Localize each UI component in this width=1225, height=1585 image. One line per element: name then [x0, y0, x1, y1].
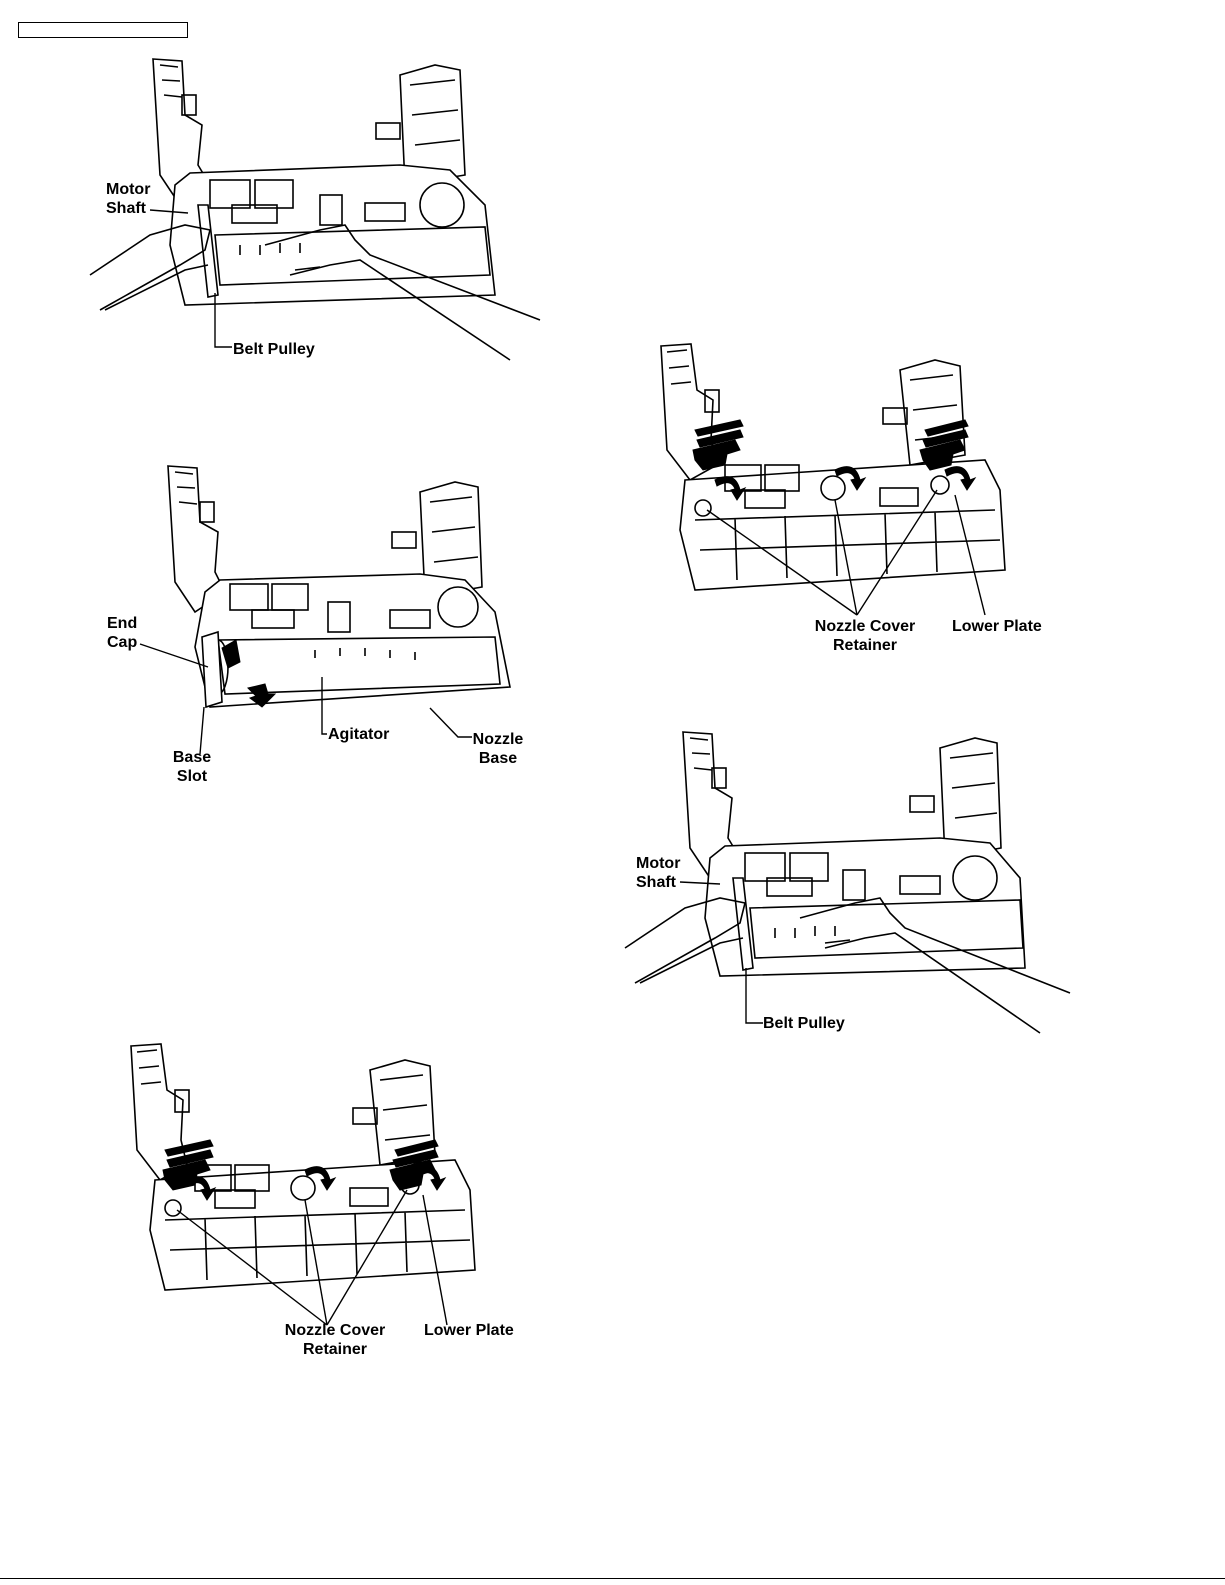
nozzle-base-label-line1: Nozzle — [468, 730, 528, 749]
motor-shaft-label: Motor Shaft — [106, 180, 150, 218]
base-slot-label-line2: Slot — [170, 767, 214, 786]
vacuum-nozzle-hands-illustration — [90, 55, 550, 375]
nozzle-cover-retainer-label-line1: Nozzle Cover — [275, 1321, 395, 1340]
motor-shaft-label-line2: Shaft — [636, 873, 680, 892]
figure-belt-pulley-right: Motor Shaft Belt Pulley — [625, 728, 1085, 1058]
figure-nozzle-cover-retainer-bottom-left: Nozzle Cover Retainer Lower Plate — [125, 1040, 535, 1360]
motor-shaft-label: Motor Shaft — [636, 854, 680, 892]
figure-nozzle-cover-retainer-right: Nozzle Cover Retainer Lower Plate — [655, 340, 1065, 660]
lower-plate-label: Lower Plate — [952, 617, 1042, 636]
nozzle-cover-retainer-label-line1: Nozzle Cover — [805, 617, 925, 636]
base-slot-label: Base Slot — [170, 748, 214, 786]
base-slot-label-line1: Base — [170, 748, 214, 767]
vacuum-retainer-illustration-right — [655, 340, 1065, 660]
motor-shaft-label-line1: Motor — [636, 854, 680, 873]
figure-agitator-removal: End Cap Base Slot Agitator Nozzle Base — [100, 462, 540, 792]
motor-shaft-label-line1: Motor — [106, 180, 150, 199]
lower-plate-label: Lower Plate — [424, 1321, 514, 1340]
nozzle-cover-retainer-label: Nozzle Cover Retainer — [275, 1321, 395, 1359]
vacuum-nozzle-hands-illustration-right — [625, 728, 1085, 1058]
end-cap-label: End Cap — [107, 614, 137, 652]
nozzle-cover-retainer-label-line2: Retainer — [805, 636, 925, 655]
belt-pulley-label: Belt Pulley — [763, 1014, 845, 1033]
agitator-label: Agitator — [328, 725, 389, 744]
end-cap-label-line2: Cap — [107, 633, 137, 652]
header-box — [18, 22, 188, 38]
nozzle-base-label-line2: Base — [468, 749, 528, 768]
motor-shaft-label-line2: Shaft — [106, 199, 150, 218]
end-cap-label-line1: End — [107, 614, 137, 633]
nozzle-base-label: Nozzle Base — [468, 730, 528, 768]
figure-belt-pulley-top-left: Motor Shaft Belt Pulley — [90, 55, 550, 375]
nozzle-cover-retainer-label: Nozzle Cover Retainer — [805, 617, 925, 655]
vacuum-retainer-illustration — [125, 1040, 535, 1360]
nozzle-cover-retainer-label-line2: Retainer — [275, 1340, 395, 1359]
footer-rule — [0, 1578, 1225, 1579]
belt-pulley-label: Belt Pulley — [233, 340, 315, 359]
